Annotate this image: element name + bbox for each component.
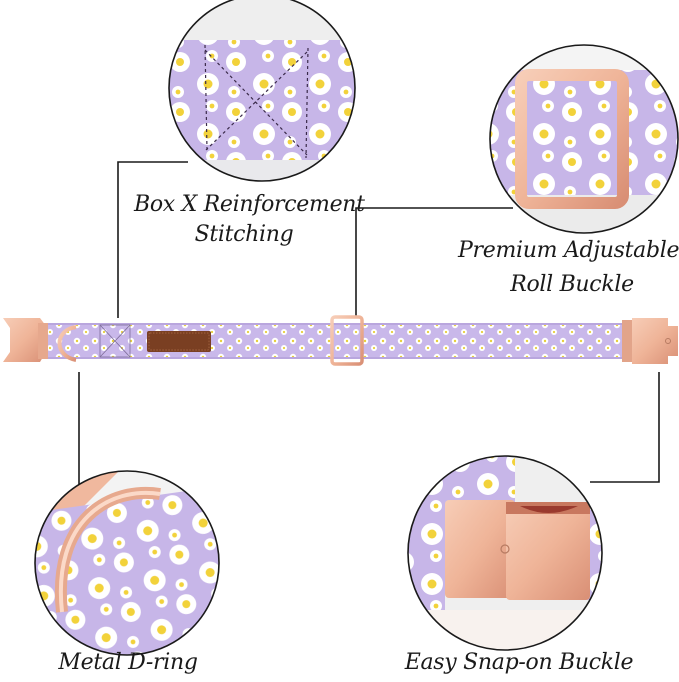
caption-line-1: Premium Adjustable (458, 238, 679, 263)
caption-roll-buckle: Premium Adjustable Roll Buckle (458, 234, 679, 302)
zoom-circle-box-x-stitching (169, 0, 355, 181)
caption-line-2: Stitching (194, 222, 294, 247)
caption-line-1: Easy Snap-on Buckle (404, 650, 634, 675)
caption-snap-buckle: Easy Snap-on Buckle (404, 648, 634, 678)
caption-box-x-stitching: Box X Reinforcement Stitching (134, 190, 365, 250)
connector-lines (78, 161, 660, 550)
zoom-circle-roll-buckle (490, 45, 678, 233)
zoom-circle-snap-buckle (408, 456, 602, 650)
zoom-circle-d-ring (35, 471, 219, 655)
caption-line-2: Roll Buckle (510, 272, 634, 297)
caption-line-1: Metal D-ring (58, 650, 198, 675)
caption-line-1: Box X Reinforcement (134, 192, 365, 217)
collar-strip (3, 315, 678, 366)
caption-d-ring: Metal D-ring (48, 648, 208, 678)
